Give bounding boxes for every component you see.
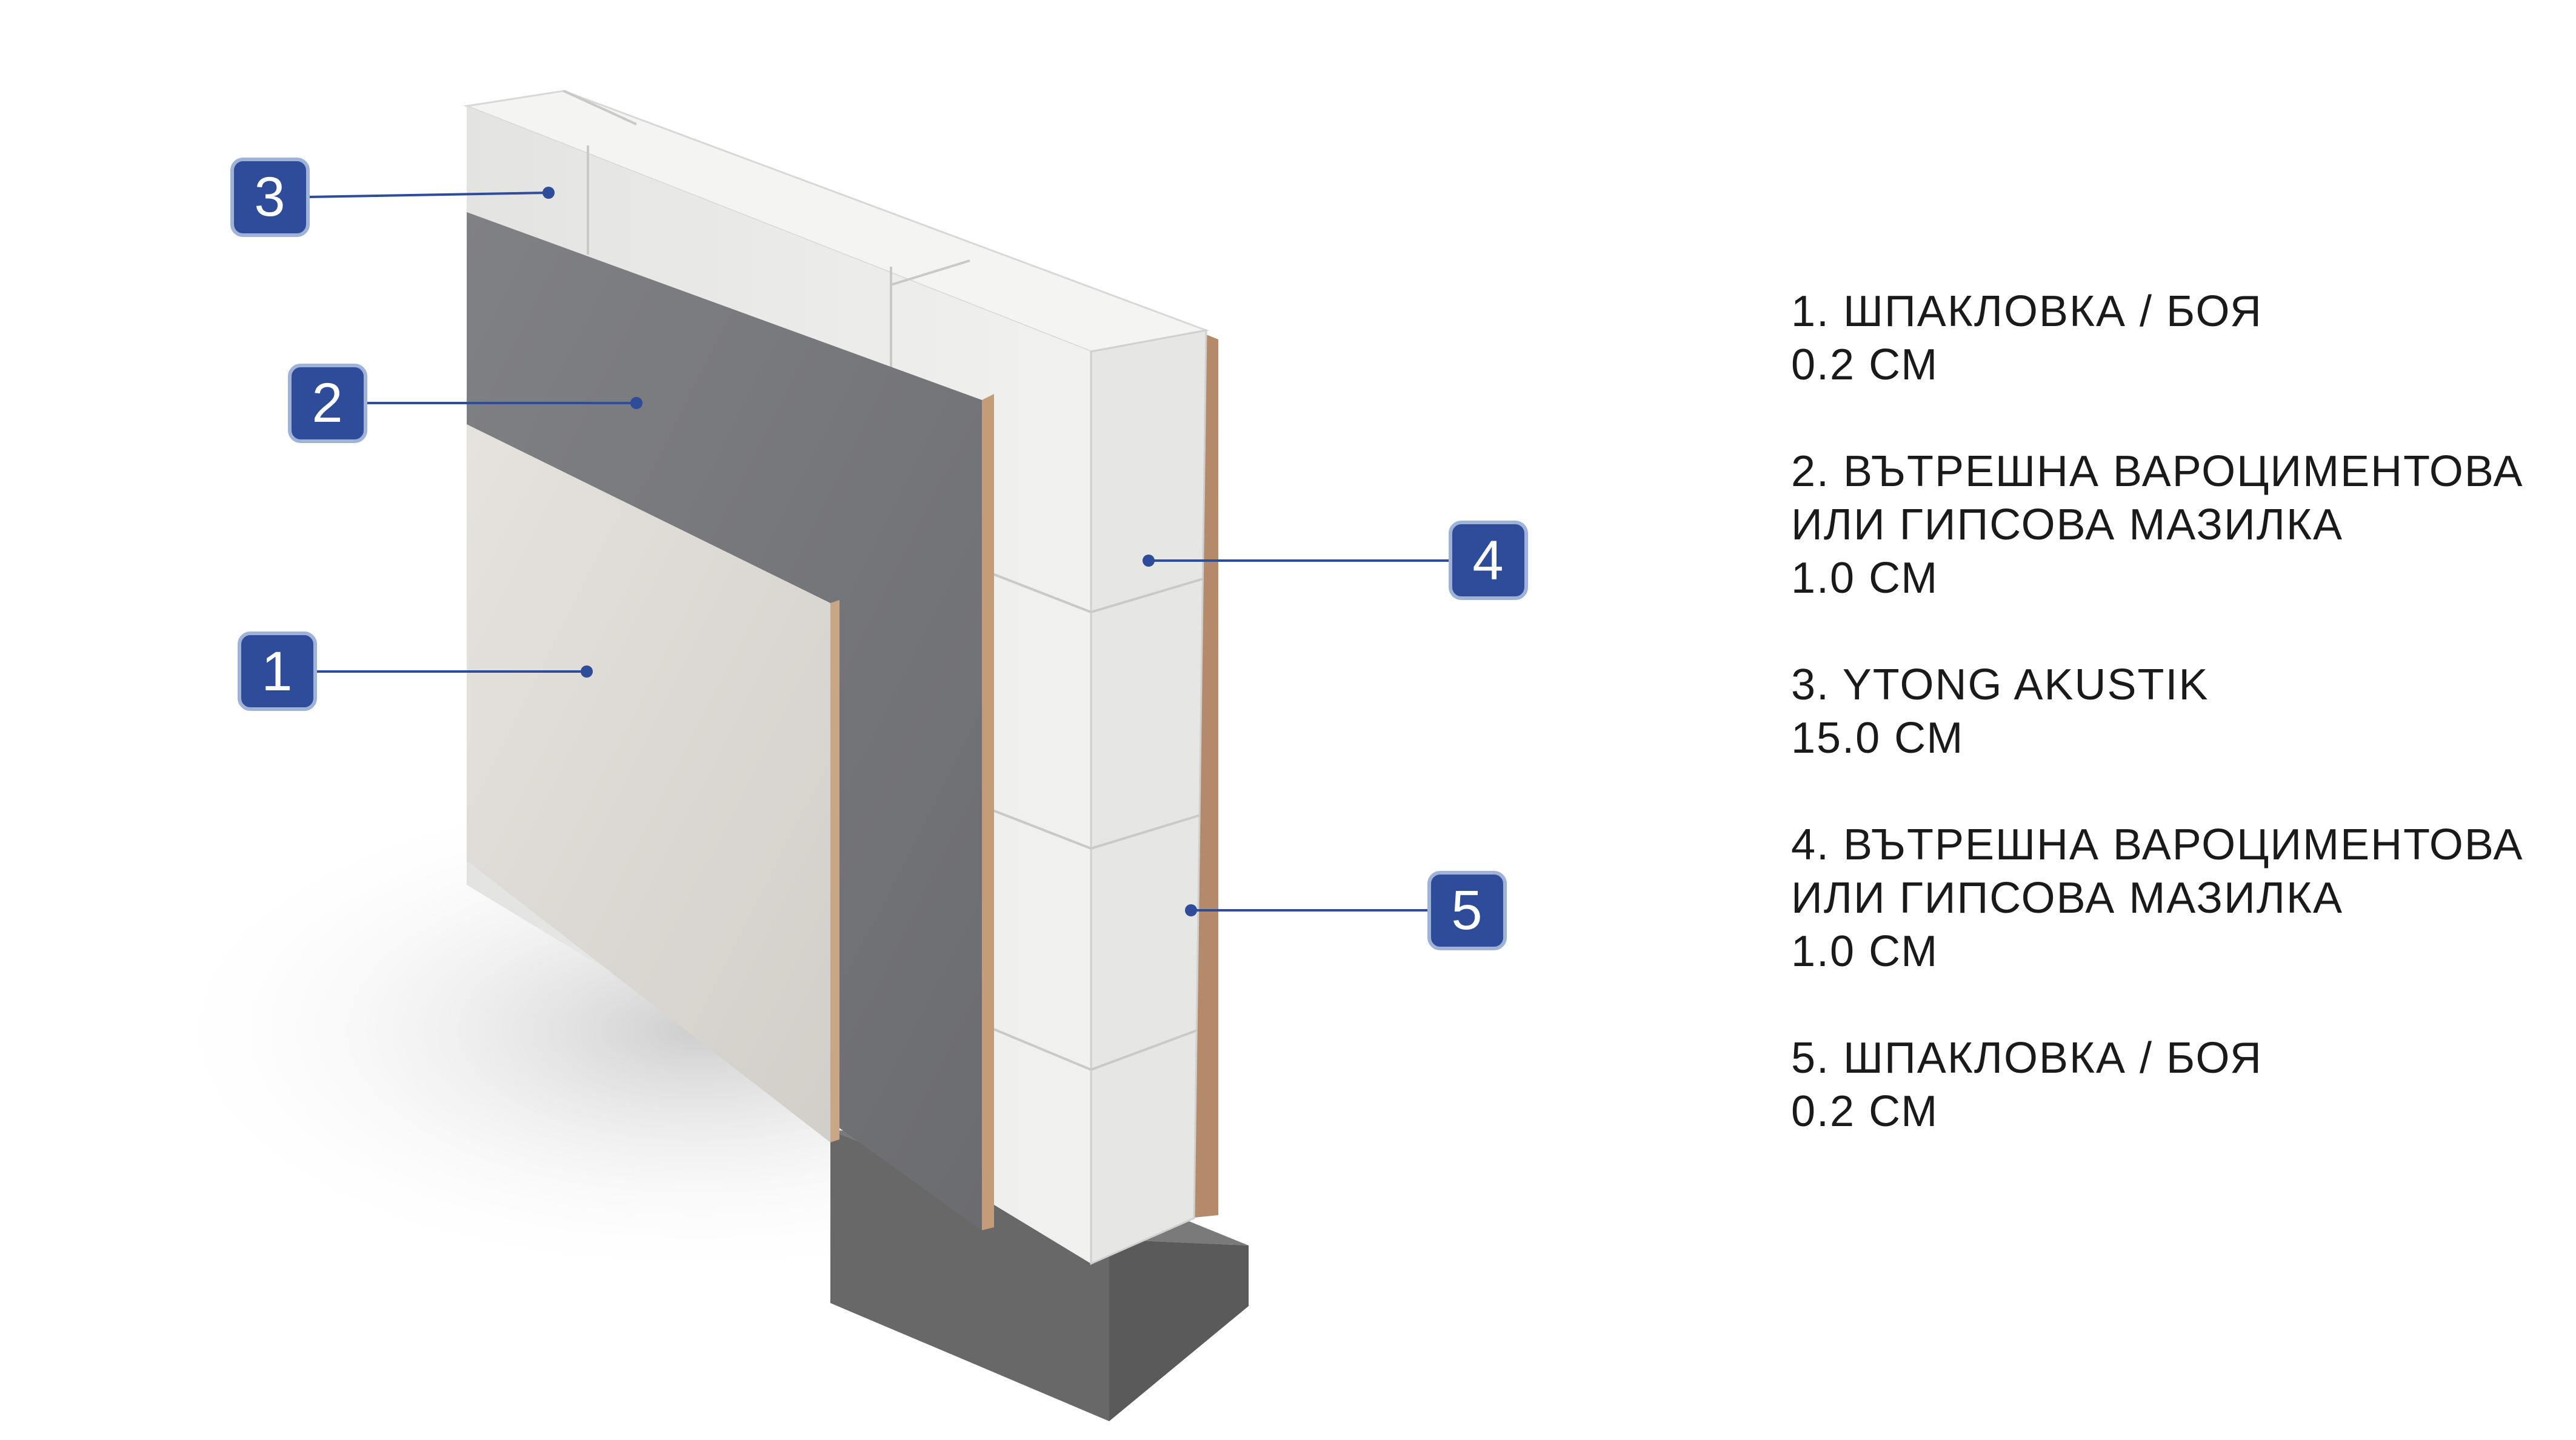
putty-edge xyxy=(830,600,839,1142)
legend-item-4-line-1: 4. ВЪТРЕШНА ВАРОЦИМЕНТОВА xyxy=(1791,821,2524,869)
badge-3: 3 xyxy=(230,158,310,237)
leader-dot-4 xyxy=(1143,555,1155,567)
leader-dot-3 xyxy=(542,187,555,199)
legend-item-2-line-2: ИЛИ ГИПСОВА МАЗИЛКА xyxy=(1791,501,2343,549)
badge-3-label: 3 xyxy=(254,166,285,228)
legend-item-3: 3. YTONG AKUSTIK 15.0 СМ xyxy=(1791,658,2549,765)
badge-5: 5 xyxy=(1427,871,1507,950)
leader-line-3 xyxy=(305,192,549,198)
leader-dot-1 xyxy=(581,665,593,678)
legend-item-4-line-2: ИЛИ ГИПСОВА МАЗИЛКА xyxy=(1791,874,2343,922)
legend-item-2-line-3: 1.0 СМ xyxy=(1791,554,1939,602)
badge-2: 2 xyxy=(288,364,367,443)
badge-2-label: 2 xyxy=(312,372,342,434)
legend-item-1-line-1: 1. ШПАКЛОВКА / БОЯ xyxy=(1791,287,2263,336)
legend-item-3-line-1: 3. YTONG AKUSTIK xyxy=(1791,661,2209,709)
legend-item-4-line-3: 1.0 СМ xyxy=(1791,927,1939,976)
legend-item-2-line-1: 2. ВЪТРЕШНА ВАРОЦИМЕНТОВА xyxy=(1791,447,2524,496)
legend-item-4: 4. ВЪТРЕШНА ВАРОЦИМЕНТОВА ИЛИ ГИПСОВА МА… xyxy=(1791,818,2549,978)
leader-dot-5 xyxy=(1185,904,1197,916)
leader-lines xyxy=(305,192,1452,912)
legend-item-1-line-2: 0.2 СМ xyxy=(1791,341,1939,389)
layer-legend: 1. ШПАКЛОВКА / БОЯ 0.2 СМ 2. ВЪТРЕШНА ВА… xyxy=(1791,285,2549,1192)
legend-item-5-line-2: 0.2 СМ xyxy=(1791,1087,1939,1136)
block-joints xyxy=(563,90,1204,1071)
block-side-face xyxy=(1090,329,1207,1265)
legend-item-5: 5. ШПАКЛОВКА / БОЯ 0.2 СМ xyxy=(1791,1032,2549,1138)
putty-layer xyxy=(467,424,830,1142)
badge-5-label: 5 xyxy=(1451,879,1482,941)
badge-1: 1 xyxy=(238,632,317,711)
legend-item-2: 2. ВЪТРЕШНА ВАРОЦИМЕНТОВА ИЛИ ГИПСОВА МА… xyxy=(1791,445,2549,605)
inner-plaster-edge xyxy=(982,394,994,1230)
legend-item-3-line-2: 15.0 СМ xyxy=(1791,714,1964,762)
legend-item-5-line-1: 5. ШПАКЛОВКА / БОЯ xyxy=(1791,1034,2263,1082)
badge-1-label: 1 xyxy=(261,641,292,702)
badge-4-label: 4 xyxy=(1472,530,1503,592)
legend-item-1: 1. ШПАКЛОВКА / БОЯ 0.2 СМ xyxy=(1791,285,2549,392)
leader-dot-2 xyxy=(630,397,642,409)
badge-4: 4 xyxy=(1449,521,1528,600)
